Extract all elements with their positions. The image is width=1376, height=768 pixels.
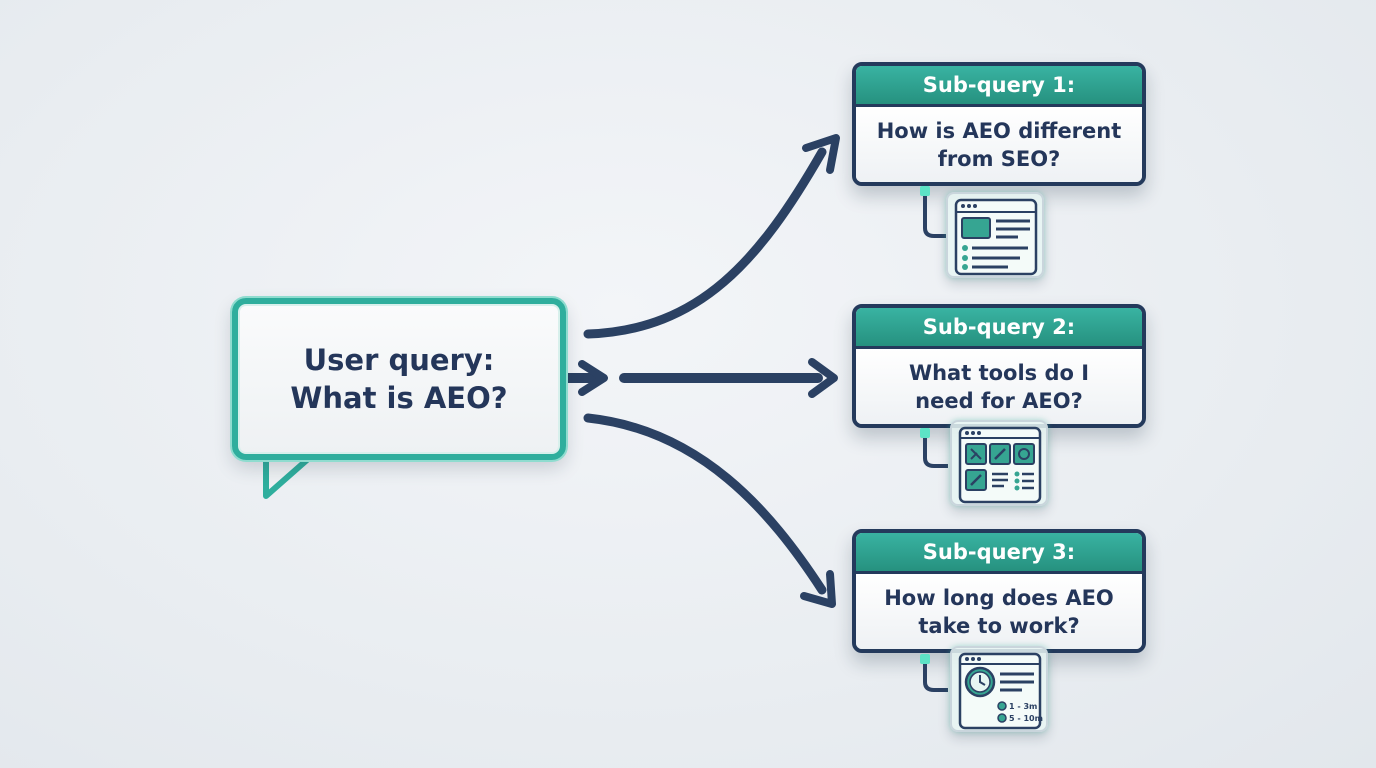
subquery-2-line-1: What tools do I: [908, 361, 1090, 385]
speech-bubble-tail: [263, 448, 318, 499]
arrowhead-subquery-3: [800, 570, 836, 608]
arrowhead-subquery-1: [802, 134, 840, 174]
user-query-bubble: User query: What is AEO?: [232, 298, 566, 460]
subquery-2-connector: [920, 428, 948, 468]
tools-grid-icon: [950, 420, 1048, 506]
clock-timeline-icon: 1 - 3m 5 - 10m: [950, 646, 1048, 732]
subquery-1-connector: [920, 186, 948, 238]
subquery-2-card: Sub-query 2: What tools do I need for AE…: [852, 304, 1146, 428]
user-query-node: User query: What is AEO?: [232, 298, 566, 460]
subquery-3-header: Sub-query 3:: [856, 533, 1142, 574]
subquery-3-card: Sub-query 3: How long does AEO take to w…: [852, 529, 1146, 653]
webpage-layout-icon: [946, 192, 1044, 278]
bubble-out-arrowhead: [578, 360, 608, 396]
subquery-1-body: How is AEO different from SEO?: [856, 107, 1142, 182]
arrowhead-subquery-2: [808, 358, 838, 398]
subquery-1-line-2: from SEO?: [937, 147, 1061, 171]
subquery-3-line-2: take to work?: [918, 614, 1080, 638]
subquery-2-body: What tools do I need for AEO?: [856, 349, 1142, 424]
timeline-option-1: 1 - 3m: [1009, 702, 1037, 711]
subquery-3-line-1: How long does AEO: [884, 586, 1114, 610]
subquery-2-line-2: need for AEO?: [915, 389, 1083, 413]
subquery-3-body: How long does AEO take to work?: [856, 574, 1142, 649]
subquery-2-header: Sub-query 2:: [856, 308, 1142, 349]
user-query-label: User query:: [303, 343, 495, 377]
subquery-1-line-1: How is AEO different: [876, 119, 1122, 143]
subquery-3-connector: [920, 654, 948, 692]
subquery-1-header: Sub-query 1:: [856, 66, 1142, 107]
subquery-1-card: Sub-query 1: How is AEO different from S…: [852, 62, 1146, 186]
user-query-question: What is AEO?: [290, 381, 508, 415]
arrow-to-subquery-3: [583, 413, 827, 595]
timeline-option-2: 5 - 10m: [1009, 714, 1043, 723]
arrow-to-subquery-1: [583, 147, 827, 339]
